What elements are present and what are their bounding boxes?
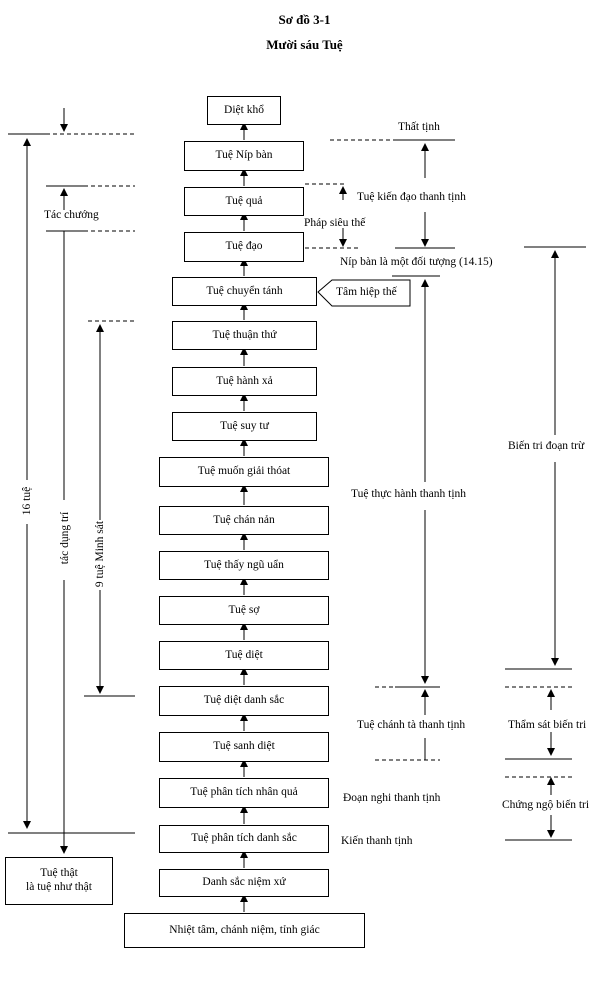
side-box-line1: Tuệ thật (40, 867, 78, 880)
stage-tue-sanh-diet: Tuệ sanh diệt (159, 732, 329, 762)
side-box-tue-that: Tuệ thật là tuệ như thật (5, 857, 113, 905)
stage-tue-chan-nan: Tuệ chán nản (159, 506, 329, 535)
label-kien-dao: Tuệ kiến đạo thanh tịnh (357, 191, 466, 203)
label-tac-chuong: Tác chướng (44, 209, 99, 221)
label-chung-ngo: Chứng ngộ biến tri (502, 799, 590, 811)
stage-tue-muon-giai-thoat: Tuệ muốn giải thóat (159, 457, 329, 487)
stage-tue-qua: Tuệ quả (184, 187, 304, 216)
stage-tue-diet: Tuệ diệt (159, 641, 329, 670)
label-doan-nghi: Đoạn nghi thanh tịnh (343, 792, 441, 804)
stage-tue-dao: Tuệ đạo (184, 232, 304, 262)
stage-tue-thay-ngu-uan: Tuệ thấy ngũ uẩn (159, 551, 329, 580)
diagram-number: Sơ đồ 3-1 (278, 12, 331, 27)
stage-nhiet-tam: Nhiệt tâm, chánh niệm, tỉnh giác (124, 913, 365, 948)
label-kien-thanh-tinh: Kiến thanh tịnh (341, 835, 413, 847)
label-16-tue: 16 tuệ (21, 486, 33, 516)
stage-tue-phan-tich-danh-sac: Tuệ phân tích danh sắc (159, 825, 329, 853)
stage-danh-sac-niem-xu: Danh sắc niệm xứ (159, 869, 329, 897)
diagram-title: Mười sáu Tuệ (266, 37, 343, 52)
label-phap-sieu-the: Pháp siêu thế (304, 217, 366, 229)
stage-tue-thuan-thu: Tuệ thuận thứ (172, 321, 317, 350)
stage-tue-hanh-xa: Tuệ hành xả (172, 367, 317, 396)
stage-diet-kho: Diệt khổ (207, 96, 281, 125)
stage-tue-suy-tu: Tuệ suy tư (172, 412, 317, 441)
stage-tue-chuyen-tanh: Tuệ chuyển tánh (172, 277, 317, 306)
label-9-tue-minh-sat: 9 tuệ Minh sát (94, 520, 106, 588)
label-tac-dung-tri: tác dụng trí (59, 511, 71, 565)
label-bien-tri-doan-tru: Biến tri đoạn trừ (508, 440, 585, 452)
stage-tue-so: Tuệ sợ (159, 596, 329, 625)
label-that-tinh: Thất tịnh (398, 121, 440, 133)
stage-tue-diet-danh-sac: Tuệ diệt danh sắc (159, 686, 329, 716)
stage-tue-nip-ban: Tuệ Níp bàn (184, 141, 304, 171)
label-tham-sat: Thẩm sát biến tri (508, 719, 587, 731)
label-thuc-hanh: Tuệ thực hành thanh tịnh (351, 488, 467, 500)
stage-tue-phan-tich-nhan-qua: Tuệ phân tích nhân quả (159, 778, 329, 808)
callout-tam-hiep-the: Tâm hiệp thế (336, 286, 397, 298)
label-chanh-ta: Tuệ chánh tà thanh tịnh (357, 719, 466, 731)
side-box-line2: là tuệ như thật (26, 881, 92, 893)
label-nip-ban-doi-tuong: Níp bàn là một đối tượng (14.15) (340, 256, 493, 268)
